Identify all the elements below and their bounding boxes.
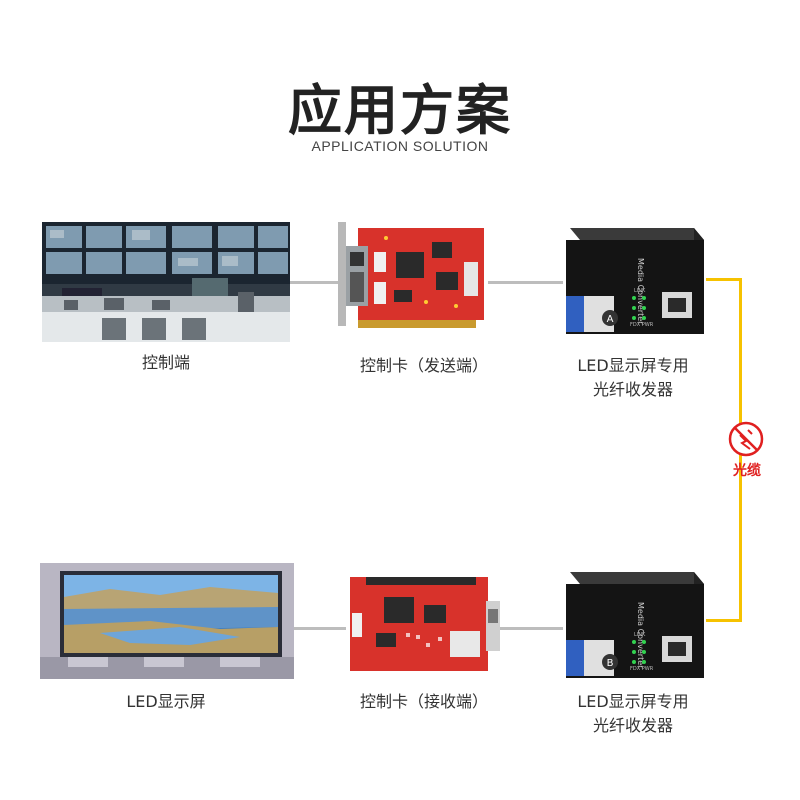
converter-a-caption-line1: LED显示屏专用 xyxy=(558,354,708,378)
led-screen-caption: LED显示屏 xyxy=(86,690,246,714)
converter-b-port-letter: B xyxy=(607,658,614,669)
media-converter-a: Media Converter A LINK FDX PWR xyxy=(562,226,712,336)
receiving-control-card-image xyxy=(346,573,506,677)
converter-b-caption-line1: LED显示屏专用 xyxy=(558,690,708,714)
converter-a-caption-line2: 光纤收发器 xyxy=(558,378,708,402)
link-card-to-converter-top xyxy=(488,281,563,284)
control-end-caption: 控制端 xyxy=(86,351,246,375)
control-room-image xyxy=(42,222,290,342)
converter-a-fdx-label: FDX PWR xyxy=(630,322,654,328)
page-subtitle: APPLICATION SOLUTION xyxy=(0,138,800,154)
receiving-control-card-caption: 控制卡（接收端） xyxy=(336,690,512,714)
link-screen-to-card-bottom xyxy=(294,627,346,630)
sending-control-card-image xyxy=(336,222,488,332)
converter-a-caption: LED显示屏专用 光纤收发器 xyxy=(558,354,708,402)
led-screen-image xyxy=(40,563,294,679)
link-card-to-converter-bottom xyxy=(500,627,563,630)
fiber-cable-label: 光缆 xyxy=(724,460,770,480)
converter-b-caption-line2: 光纤收发器 xyxy=(558,714,708,738)
converter-b-caption: LED显示屏专用 光纤收发器 xyxy=(558,690,708,738)
sending-control-card-caption: 控制卡（发送端） xyxy=(336,354,512,378)
media-converter-b: Media Converter B LINK FDX PWR xyxy=(562,570,712,680)
converter-b-fdx-label: FDX PWR xyxy=(630,666,654,672)
page-title: 应用方案 xyxy=(0,66,800,145)
fiber-cable-icon xyxy=(728,421,764,457)
converter-a-port-letter: A xyxy=(607,314,614,325)
converter-b-link-label: LINK xyxy=(634,632,646,638)
converter-a-link-label: LINK xyxy=(634,288,646,294)
